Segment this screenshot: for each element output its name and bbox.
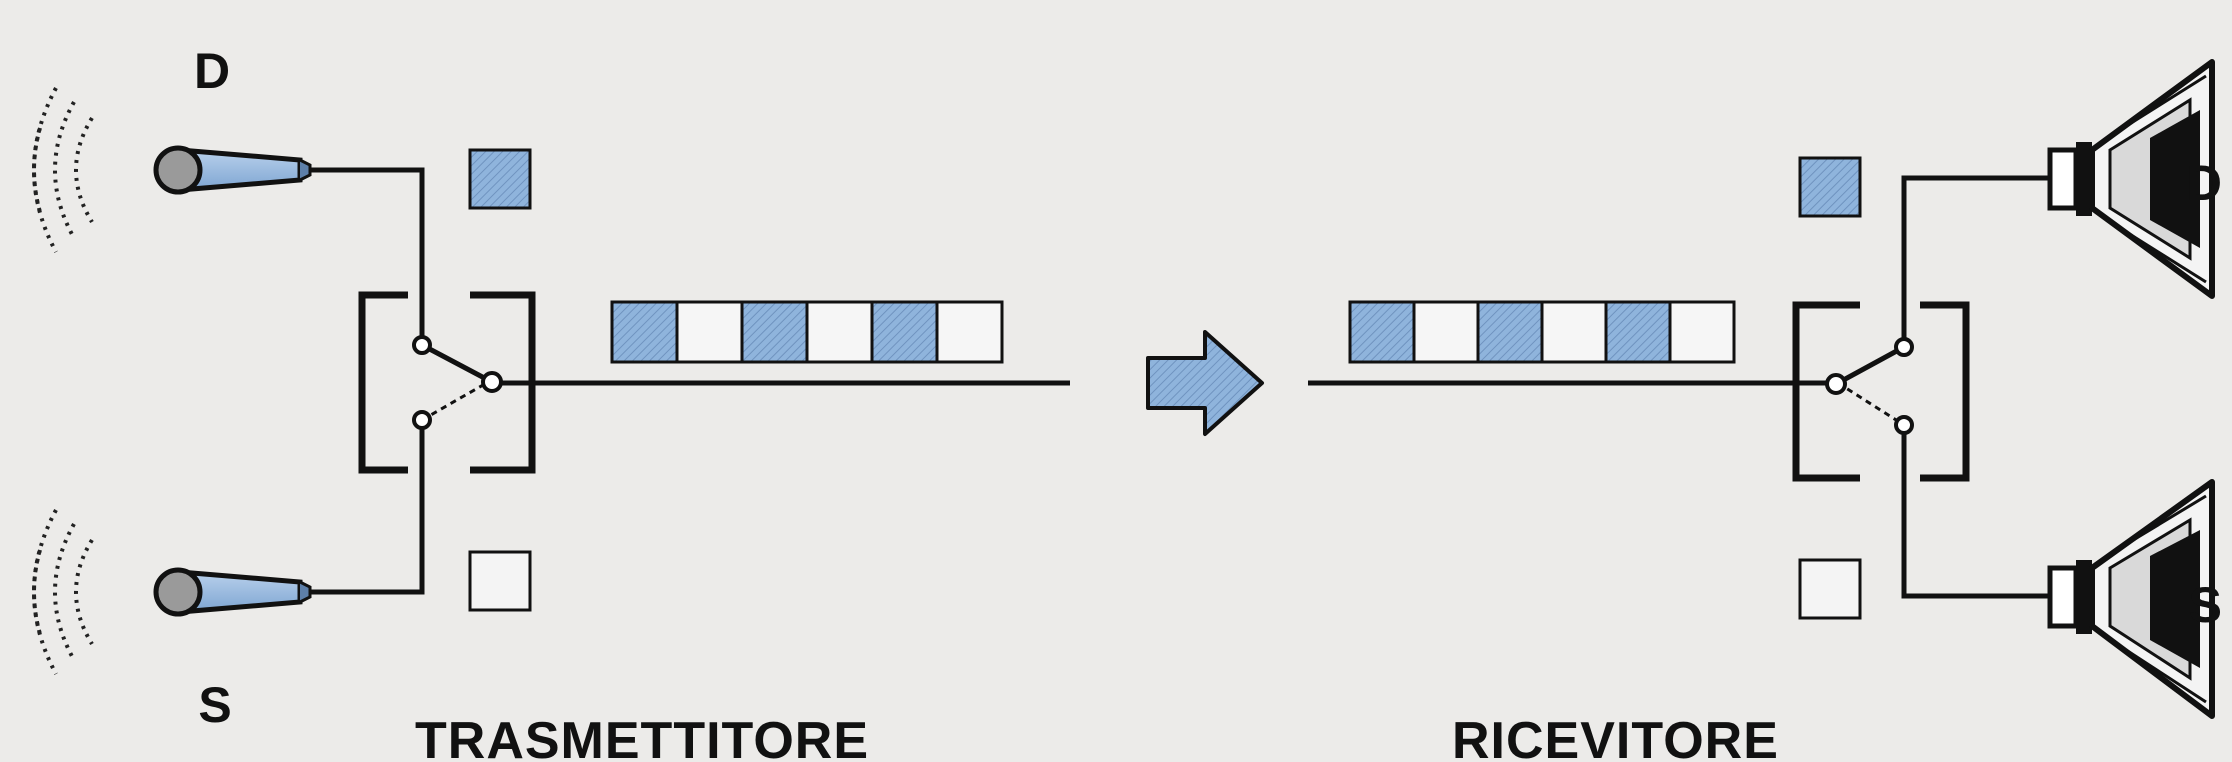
receiver-packet-cell-4 <box>1540 300 1608 364</box>
transmitter-packet-cell-6 <box>935 300 1004 364</box>
speaker-icon <box>2047 59 2215 299</box>
transmitter-wiring <box>310 167 425 595</box>
receiver-packet-cell-3 <box>1476 300 1544 364</box>
sound-waves-icon <box>32 509 94 675</box>
receiver-packet-cell-5 <box>1604 300 1672 364</box>
receiver-switch-box <box>1792 301 1970 482</box>
transmitter-packet-cell-1 <box>610 300 679 364</box>
receiver-title: RICEVITORE <box>1452 712 1779 762</box>
transmitter-packet-sequence <box>610 300 1004 364</box>
transmitter-packet-cell-5 <box>870 300 939 364</box>
receiver-top-channel-label: D <box>2186 155 2222 211</box>
transmitter-top-channel-label: D <box>194 43 230 99</box>
receiver-section: D S RICEVITORE <box>1308 59 2222 762</box>
transmitter-section: D S TRASMETTITORE <box>32 43 1070 762</box>
transmitter-indicator-bottom <box>468 550 532 612</box>
transmitter-bottom-channel-label: S <box>198 677 231 733</box>
microphone-icon <box>153 145 312 195</box>
arrow-right-icon <box>1146 330 1264 436</box>
switch-icon <box>412 335 503 430</box>
transmitter-packet-cell-3 <box>740 300 809 364</box>
receiver-packet-cell-1 <box>1348 300 1416 364</box>
receiver-indicator-top <box>1798 156 1862 218</box>
receiver-packet-cell-2 <box>1412 300 1480 364</box>
switch-icon <box>1825 337 1914 435</box>
speaker-icon <box>2047 479 2215 719</box>
sound-waves-icon <box>32 87 94 253</box>
receiver-wiring <box>1901 175 2050 599</box>
receiver-indicator-bottom <box>1798 558 1862 620</box>
receiver-packet-sequence <box>1348 300 1736 364</box>
microphone-icon <box>153 567 312 617</box>
transmitter-title: TRASMETTITORE <box>415 712 869 762</box>
transmitter-indicator-top <box>468 148 532 210</box>
transmitter-packet-cell-4 <box>805 300 874 364</box>
receiver-packet-cell-6 <box>1668 300 1736 364</box>
receiver-bottom-channel-label: S <box>2189 577 2222 633</box>
transmitter-packet-cell-2 <box>675 300 744 364</box>
